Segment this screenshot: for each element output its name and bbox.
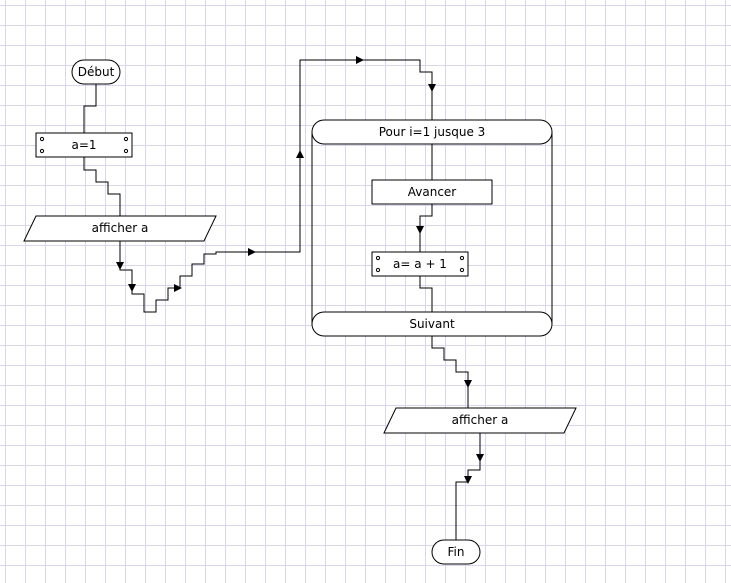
loop-header-shape[interactable] bbox=[311, 119, 553, 145]
end-label: Fin bbox=[447, 545, 465, 559]
assign-a-box[interactable] bbox=[35, 132, 133, 158]
corner-dot bbox=[375, 267, 381, 273]
move-box[interactable] bbox=[371, 179, 493, 205]
loop-footer-label: Suivant bbox=[409, 317, 455, 331]
connector-assign-to-print bbox=[83, 157, 121, 216]
print-a-label-1: afficher a bbox=[91, 221, 149, 235]
increment-label: a= a + 1 bbox=[393, 257, 447, 271]
corner-dot bbox=[39, 148, 45, 154]
print-a-parallelogram-1[interactable] bbox=[23, 215, 217, 242]
assign-a-label: a=1 bbox=[71, 138, 97, 152]
connector-increment-to-footer bbox=[419, 276, 433, 312]
connector-footer-to-print bbox=[431, 336, 469, 408]
corner-dot bbox=[39, 136, 45, 142]
start-terminal[interactable] bbox=[71, 59, 121, 85]
print-a-label-2: afficher a bbox=[451, 413, 509, 427]
loop-header-label: Pour i=1 jusque 3 bbox=[378, 125, 486, 139]
connector-move-to-increment bbox=[419, 204, 433, 252]
connector-start-to-assign bbox=[83, 84, 97, 133]
corner-dot bbox=[123, 148, 129, 154]
increment-box[interactable] bbox=[371, 251, 469, 277]
corner-dot bbox=[459, 255, 465, 261]
end-terminal[interactable] bbox=[431, 539, 481, 565]
connector-print-to-end bbox=[455, 433, 481, 540]
start-label: Début bbox=[77, 65, 115, 79]
corner-dot bbox=[375, 255, 381, 261]
move-label: Avancer bbox=[407, 185, 457, 199]
loop-footer-shape[interactable] bbox=[311, 311, 553, 337]
corner-dot bbox=[459, 267, 465, 273]
corner-dot bbox=[123, 136, 129, 142]
print-a-parallelogram-2[interactable] bbox=[383, 407, 577, 434]
connector-print-to-merge bbox=[119, 59, 433, 313]
